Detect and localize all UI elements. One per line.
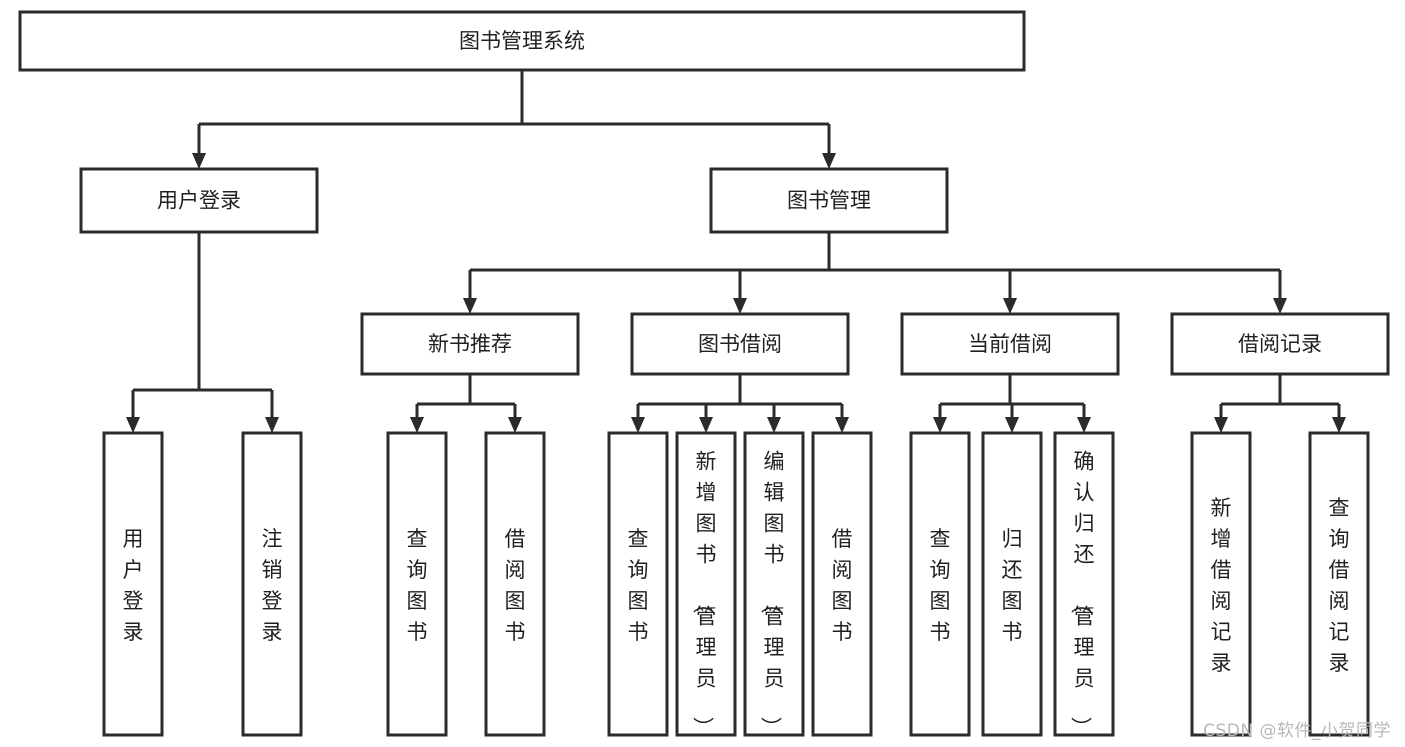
arrow-book-borrow-head	[733, 298, 747, 314]
node-leaf-borrow-book-1[interactable]: 借阅图书	[484, 431, 546, 737]
arrow-leaf-return-book-head	[1005, 417, 1019, 433]
node-leaf-add-record[interactable]: 新增借阅记录	[1190, 431, 1252, 737]
node-box-new-book-recommend	[360, 312, 580, 376]
node-label-book-manage: 图书管理	[787, 189, 871, 213]
node-box-borrow-record	[1170, 312, 1390, 376]
node-label-leaf-edit-book: 编辑图书（管理员）	[759, 450, 785, 738]
node-label-leaf-user-login: 用户登录	[123, 527, 144, 644]
arrow-current-borrow-head	[1003, 298, 1017, 314]
arrow-new-book-recommend-head	[463, 298, 477, 314]
node-label-leaf-query-book-1: 查询图书	[407, 527, 428, 644]
node-box-book-manage	[709, 167, 949, 234]
arrow-leaf-query-book-1-head	[410, 417, 424, 433]
node-label-leaf-query-book-2: 查询图书	[628, 527, 649, 644]
connectors-layer	[126, 70, 1346, 433]
node-label-book-borrow: 图书借阅	[698, 332, 782, 356]
node-label-leaf-add-book: 新增图书（管理员）	[691, 450, 717, 738]
node-leaf-borrow-book-2[interactable]: 借阅图书	[811, 431, 873, 737]
node-leaf-user-logout[interactable]: 注销登录	[241, 431, 303, 737]
node-box-user-login	[79, 167, 319, 234]
node-leaf-add-book[interactable]: 新增图书（管理员）	[675, 431, 737, 738]
node-label-leaf-query-book-3: 查询图书	[930, 527, 951, 644]
node-label-leaf-confirm-return: 确认归还（管理员）	[1069, 450, 1095, 738]
node-leaf-return-book[interactable]: 归还图书	[981, 431, 1043, 737]
node-leaf-query-record[interactable]: 查询借阅记录	[1308, 431, 1370, 737]
node-leaf-query-book-3[interactable]: 查询图书	[909, 431, 971, 737]
nodes-layer: 图书管理系统用户登录图书管理新书推荐图书借阅当前借阅借阅记录用户登录注销登录查询…	[18, 10, 1390, 738]
node-box-leaf-query-book-2	[607, 431, 669, 737]
node-label-user-login: 用户登录	[157, 189, 241, 213]
node-label-leaf-return-book: 归还图书	[1002, 527, 1023, 644]
node-box-leaf-user-login	[102, 431, 164, 737]
node-borrow-record[interactable]: 借阅记录	[1170, 312, 1390, 376]
node-leaf-user-login[interactable]: 用户登录	[102, 431, 164, 737]
arrow-book-manage-head	[822, 153, 836, 169]
node-label-new-book-recommend: 新书推荐	[428, 332, 512, 356]
node-leaf-query-book-1[interactable]: 查询图书	[386, 431, 448, 737]
node-box-leaf-query-book-3	[909, 431, 971, 737]
arrow-leaf-confirm-return-head	[1077, 417, 1091, 433]
node-box-leaf-query-book-1	[386, 431, 448, 737]
node-leaf-confirm-return[interactable]: 确认归还（管理员）	[1053, 431, 1115, 738]
node-box-leaf-add-record	[1190, 431, 1252, 737]
arrow-leaf-borrow-book-2-head	[835, 417, 849, 433]
arrow-leaf-borrow-book-1-head	[508, 417, 522, 433]
node-box-root	[18, 10, 1026, 72]
node-box-current-borrow	[900, 312, 1120, 376]
node-box-leaf-confirm-return	[1053, 431, 1115, 737]
node-user-login[interactable]: 用户登录	[79, 167, 319, 234]
node-leaf-query-book-2[interactable]: 查询图书	[607, 431, 669, 737]
node-label-leaf-add-record: 新增借阅记录	[1211, 496, 1232, 675]
node-new-book-recommend[interactable]: 新书推荐	[360, 312, 580, 376]
node-label-current-borrow: 当前借阅	[968, 332, 1052, 356]
node-box-leaf-edit-book	[743, 431, 805, 737]
node-current-borrow[interactable]: 当前借阅	[900, 312, 1120, 376]
node-box-book-borrow	[630, 312, 850, 376]
node-box-leaf-return-book	[981, 431, 1043, 737]
arrow-leaf-add-record-head	[1214, 417, 1228, 433]
arrow-leaf-edit-book-head	[767, 417, 781, 433]
node-box-leaf-user-logout	[241, 431, 303, 737]
arrow-leaf-query-book-2-head	[631, 417, 645, 433]
node-book-borrow[interactable]: 图书借阅	[630, 312, 850, 376]
node-root[interactable]: 图书管理系统	[18, 10, 1026, 72]
node-label-borrow-record: 借阅记录	[1238, 332, 1322, 356]
node-box-leaf-query-record	[1308, 431, 1370, 737]
node-label-leaf-query-record: 查询借阅记录	[1329, 496, 1350, 675]
node-label-leaf-user-logout: 注销登录	[262, 527, 283, 644]
arrow-leaf-user-logout-head	[265, 417, 279, 433]
node-box-leaf-add-book	[675, 431, 737, 737]
arrow-leaf-query-book-3-head	[933, 417, 947, 433]
node-label-leaf-borrow-book-2: 借阅图书	[832, 527, 853, 644]
arrow-borrow-record-head	[1273, 298, 1287, 314]
arrow-leaf-user-login-head	[126, 417, 140, 433]
node-box-leaf-borrow-book-2	[811, 431, 873, 737]
node-label-leaf-borrow-book-1: 借阅图书	[505, 527, 526, 644]
node-box-leaf-borrow-book-1	[484, 431, 546, 737]
node-leaf-edit-book[interactable]: 编辑图书（管理员）	[743, 431, 805, 738]
node-book-manage[interactable]: 图书管理	[709, 167, 949, 234]
arrow-user-login-head	[192, 153, 206, 169]
node-label-root: 图书管理系统	[459, 29, 585, 53]
arrow-leaf-add-book-head	[699, 417, 713, 433]
arrow-leaf-query-record-head	[1332, 417, 1346, 433]
